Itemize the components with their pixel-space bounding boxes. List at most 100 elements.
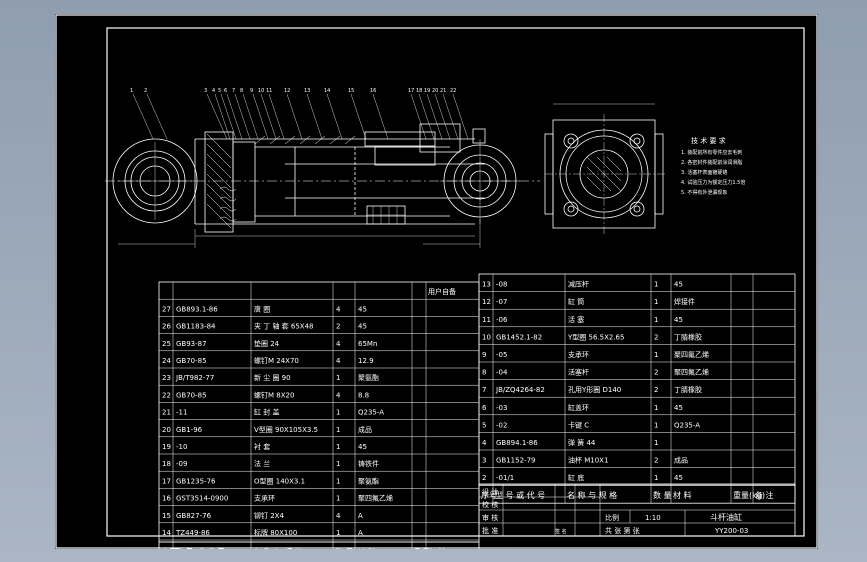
balloon-number: 8 [240, 88, 243, 94]
table-cell: 2 [654, 457, 658, 465]
table-cell: 6 [482, 404, 487, 412]
leader-line [214, 93, 231, 140]
table-footer-cell: 型 号 或 代 号 [495, 490, 545, 500]
leader-line [242, 93, 259, 140]
table-cell: -05 [496, 351, 507, 359]
table-cell: 17 [162, 477, 171, 485]
table-footer-cell: 材 料 [673, 490, 692, 500]
table-cell: 聚四氟乙烯 [358, 494, 393, 503]
title-row-label: 审 核 [482, 513, 498, 522]
table-cell: 1 [654, 351, 658, 359]
table-cell: 缸盖环 [568, 403, 589, 412]
table-cell: 1 [336, 460, 340, 468]
table-cell: 缸 底 [568, 473, 584, 482]
table-cell: Q235-A [358, 409, 384, 417]
table-cell: 1 [654, 316, 658, 324]
table-cell: 45 [358, 323, 367, 331]
table-cell: 1 [336, 426, 340, 434]
balloon-number: 7 [232, 88, 235, 94]
table-cell: 12 [482, 298, 491, 306]
table-cell: 1 [654, 439, 658, 447]
balloon-number: 13 [304, 88, 310, 94]
balloon-number: 14 [324, 88, 330, 94]
table-cell: 4 [336, 391, 341, 399]
table-cell: A [358, 529, 363, 537]
outer-border [55, 14, 818, 549]
table-cell: -01/1 [496, 474, 514, 482]
table-cell: 8.8 [358, 391, 369, 399]
leader-line [234, 93, 251, 140]
drawing-name: 斗杆油缸 [710, 512, 742, 522]
table-cell: 油杯 M10X1 [568, 456, 608, 465]
leader-line [418, 93, 435, 140]
table-cell: O型圈 140X3.1 [254, 476, 305, 485]
balloon-number: 10 [258, 88, 264, 94]
table-cell: 45 [674, 474, 683, 482]
table-cell: 活塞杆 [568, 368, 589, 377]
table-cell: 螺钉M 8X20 [254, 390, 294, 399]
table-cell: 活 塞 [568, 315, 584, 324]
inner-border [106, 27, 805, 537]
table-cell: 45 [674, 281, 683, 289]
balloon-number: 6 [224, 88, 227, 94]
table-cell: 1 [654, 474, 658, 482]
title-row-label: 校 核 [482, 500, 498, 509]
table-cell: 铆钉 2X4 [254, 511, 284, 520]
table-cell: GB894.1-86 [496, 439, 538, 447]
leader-line [442, 93, 459, 140]
table-cell: 45 [358, 305, 367, 313]
table-cell: 11 [482, 316, 491, 324]
technical-requirements: 技 术 要 求 1. 装配前所有零件应去毛刺 2. 各密封件装配前涂润滑脂 3.… [681, 136, 745, 196]
table-cell: 缸 筒 [568, 297, 584, 306]
table-cell: GB1452.1-82 [496, 333, 542, 341]
table-cell: 45 [674, 316, 683, 324]
table-cell: GB1152-79 [496, 457, 535, 465]
leader-line [260, 93, 277, 140]
table-cell: 支承环 [568, 350, 589, 359]
table-cell: 25 [162, 340, 171, 348]
flange-end-view [544, 103, 665, 234]
table-cell: 2 [654, 369, 658, 377]
table-frame [158, 281, 480, 543]
table-cell: -11 [176, 409, 187, 417]
table-cell: GB70-85 [176, 357, 207, 365]
balloon-number: 15 [348, 88, 354, 94]
table-cell: 15 [162, 512, 171, 520]
leader-line [434, 93, 451, 140]
balloon-number: 3 [204, 88, 207, 94]
tech-line: 2. 各密封件装配前涂润滑脂 [681, 159, 742, 166]
table-cell: 铸铁件 [358, 459, 379, 468]
table-cell: 8 [482, 369, 486, 377]
table-cell: GB93-87 [176, 340, 207, 348]
table-cell: 2 [654, 333, 658, 341]
table-cell: 12.9 [358, 357, 374, 365]
table-cell: 2 [482, 474, 486, 482]
leader-line [268, 93, 285, 140]
table-cell: 5 [482, 421, 486, 429]
table-footer-cell: 序号 [481, 490, 497, 500]
table-cell: 1 [336, 529, 340, 537]
table-cell: 18 [162, 460, 171, 468]
table-cell: 26 [162, 323, 171, 331]
table-cell: 聚氨酯 [358, 476, 379, 485]
table-cell: 成品 [358, 425, 372, 434]
tech-line: 5. 不得有外泄漏现象 [681, 189, 727, 196]
table-cell: -06 [496, 316, 508, 324]
table-cell: -10 [176, 443, 187, 451]
table-cell: 缸 封 盖 [254, 408, 279, 417]
table-footer-cell: 数 量 [335, 547, 354, 549]
table-footer-cell: 名 称 与 规 格 [567, 490, 617, 500]
table-footer-cell: 备 注 [755, 490, 774, 500]
table-cell: 20 [162, 426, 171, 434]
table-cell: Q235-A [674, 421, 700, 429]
drawing-code: YY200-03 [714, 527, 748, 535]
table-cell: 22 [162, 391, 171, 399]
balloon-number: 12 [284, 88, 290, 94]
table-cell: 1 [654, 298, 658, 306]
table-cell: JB/T982-77 [175, 374, 214, 382]
table-footer-cell: 序号 [161, 547, 177, 549]
